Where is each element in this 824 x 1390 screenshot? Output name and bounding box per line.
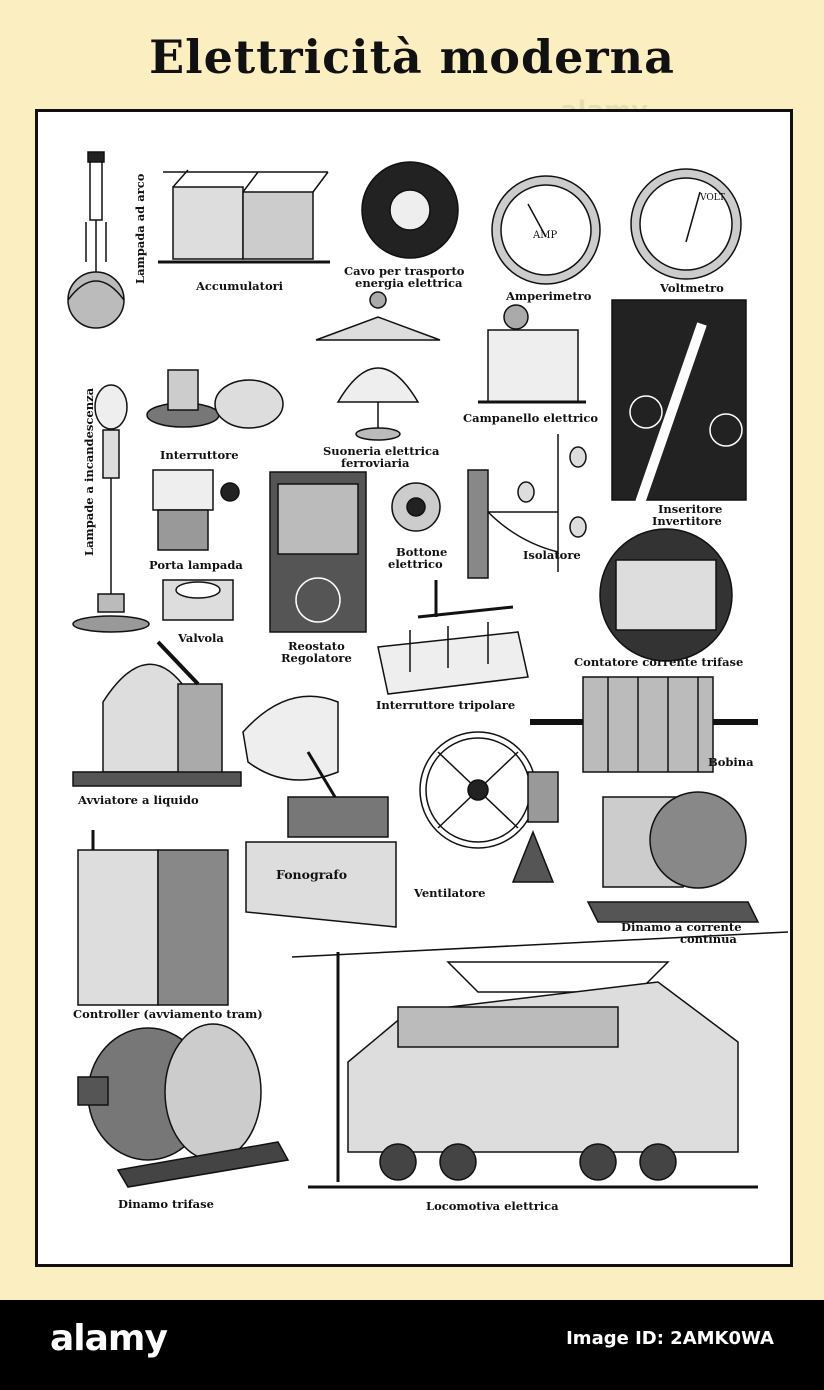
- push-button-illustration: [391, 482, 441, 532]
- brand-logo: alamy: [50, 1318, 168, 1359]
- label-porta-lampada: Porta lampada: [149, 558, 243, 572]
- label-suoneria-2: ferroviaria: [341, 456, 410, 470]
- arc-lamp-illustration: [67, 151, 125, 329]
- label-inseritore-1: Inseritore: [658, 502, 723, 516]
- label-bobina: Bobina: [708, 755, 754, 769]
- label-voltmetro: Voltmetro: [660, 281, 724, 295]
- locomotive-illustration: [291, 931, 789, 1189]
- label-suoneria-1: Suoneria elettrica: [323, 444, 440, 458]
- switch-illustration: [146, 369, 284, 429]
- label-dinamo-trifase: Dinamo trifase: [118, 1197, 214, 1211]
- label-lampada-arco: Lampada ad arco: [133, 173, 147, 284]
- three-pole-switch-illustration: [377, 580, 529, 695]
- label-reostato-1: Reostato: [288, 639, 345, 653]
- triphase-dynamo-illustration: [77, 1023, 290, 1188]
- label-interruttore-tripolare: Interruttore tripolare: [376, 698, 516, 712]
- label-ventilatore: Ventilatore: [414, 886, 486, 900]
- voltmeter-illustration: VOLT: [630, 168, 742, 280]
- triphase-meter-illustration: [599, 528, 733, 662]
- label-accumulatori: Accumulatori: [196, 279, 284, 293]
- label-locomotiva: Locomotiva elettrica: [426, 1199, 559, 1213]
- label-lampade-incandescenza: Lampade a incandescenza: [82, 387, 96, 556]
- cable-illustration: [361, 161, 459, 259]
- label-fonografo: Fonografo: [276, 867, 348, 882]
- electric-bell-illustration: [478, 304, 586, 404]
- rheostat-illustration: [269, 471, 367, 633]
- label-amperimetro: Amperimetro: [506, 289, 592, 303]
- lamp-holder-illustration: [152, 469, 240, 551]
- ammeter-face-label: AMP: [532, 230, 557, 241]
- dc-dynamo-illustration: [586, 791, 760, 923]
- label-valvola: Valvola: [178, 631, 224, 645]
- accumulators-illustration: [158, 169, 330, 264]
- label-isolatore: Isolatore: [523, 548, 581, 562]
- label-dinamo-cc-2: continua: [680, 932, 737, 946]
- label-controller: Controller (avviamento tram): [73, 1007, 263, 1021]
- label-bottone-1: Bottone: [396, 545, 448, 559]
- engraving-plate: AMP VOLT: [35, 109, 793, 1267]
- label-campanello: Campanello elettrico: [463, 411, 599, 425]
- fan-illustration: [419, 731, 559, 883]
- label-inseritore-2: Invertitore: [652, 514, 722, 528]
- image-id: Image ID: 2AMK0WA: [566, 1328, 774, 1349]
- controller-illustration: [77, 830, 229, 1006]
- label-bottone-2: elettrico: [388, 557, 443, 571]
- label-avviatore: Avviatore a liquido: [78, 793, 199, 807]
- switch-board-illustration: [611, 299, 747, 522]
- fuse-illustration: [162, 579, 234, 621]
- railway-bell-illustration: [315, 291, 441, 441]
- label-cavo-1: Cavo per trasporto: [344, 264, 465, 278]
- voltmeter-face-label: VOLT: [699, 193, 725, 203]
- label-reostato-2: Regolatore: [281, 651, 352, 665]
- ammeter-illustration: AMP: [491, 175, 601, 285]
- stock-footer: alamy Image ID: 2AMK0WA: [0, 1300, 824, 1390]
- label-contatore: Contatore corrente trifase: [574, 655, 744, 669]
- insulator-illustration: [467, 434, 587, 579]
- page-title: Elettricità moderna: [149, 30, 675, 84]
- phonograph-illustration: [242, 695, 397, 928]
- label-interruttore: Interruttore: [160, 448, 239, 462]
- liquid-starter-illustration: [72, 640, 242, 787]
- engraving-illustrations: AMP VOLT: [67, 151, 789, 1189]
- coil-illustration: [530, 676, 758, 773]
- label-cavo-2: energia elettrica: [355, 276, 463, 290]
- label-dinamo-cc-1: Dinamo a corrente: [621, 920, 742, 934]
- incandescent-lamp-illustration: [72, 384, 150, 633]
